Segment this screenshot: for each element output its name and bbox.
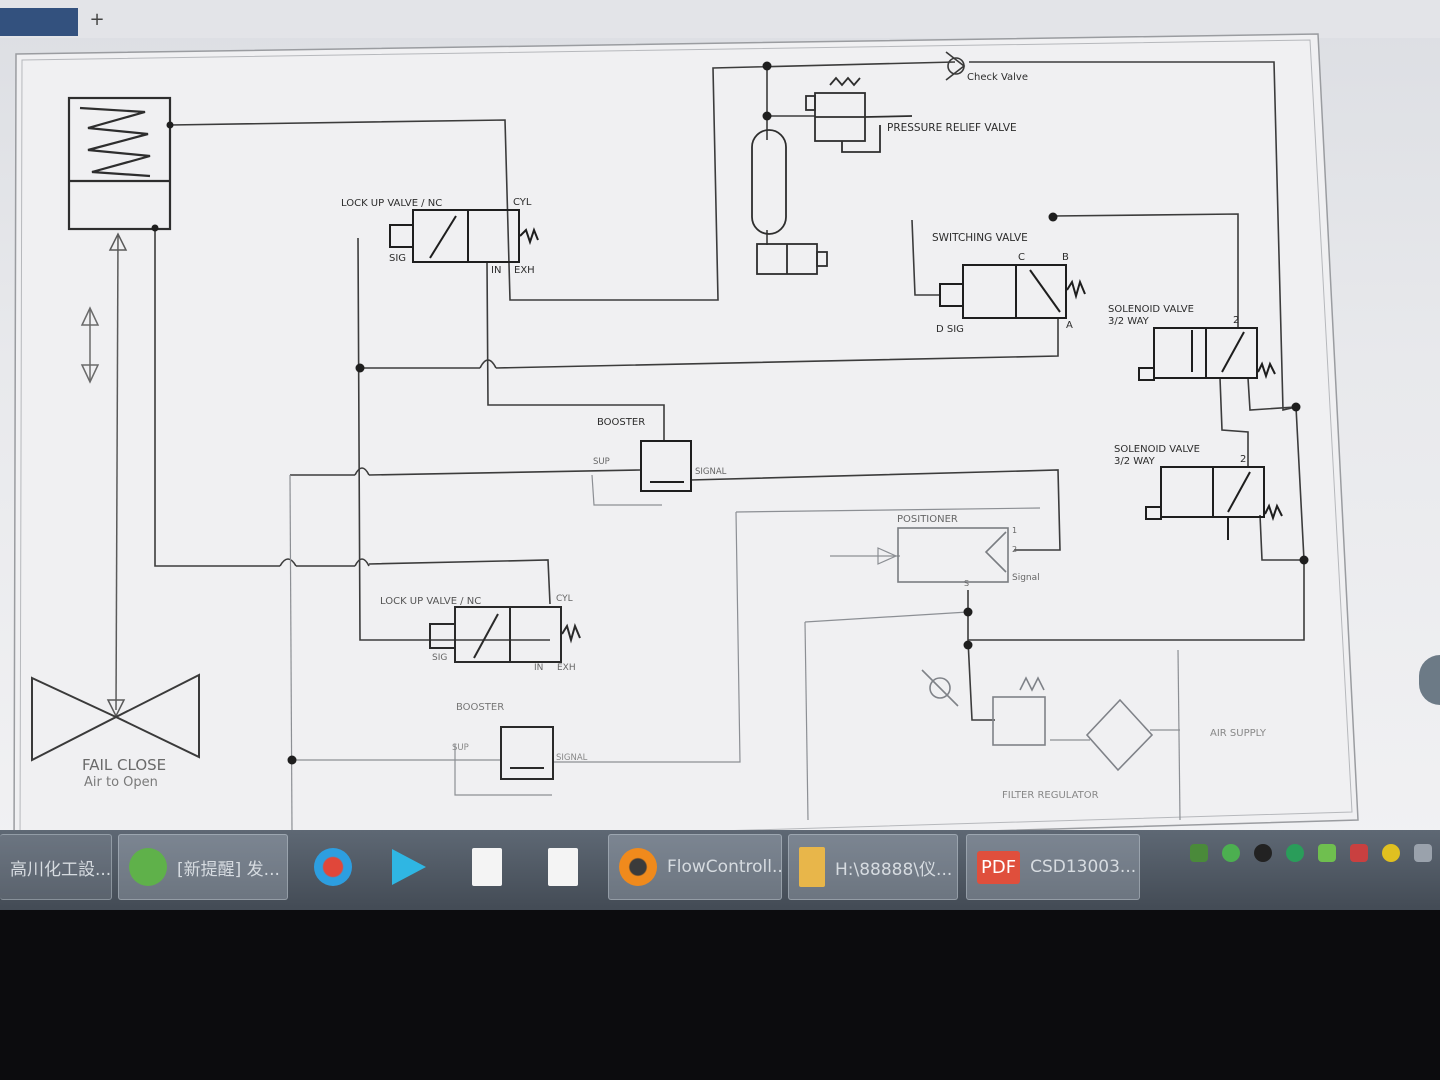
lock-up-valve-2-in: IN: [534, 663, 543, 673]
lock-up-valve-2-sig: SIG: [432, 653, 447, 663]
solenoid-valve-2-port-2: 2: [1240, 454, 1246, 465]
signal-icon[interactable]: [1414, 844, 1432, 862]
network-error-icon[interactable]: [1350, 844, 1368, 862]
taskbar-item-3-label: FlowControll...: [667, 857, 782, 877]
taskbar-item-5[interactable]: PDF CSD13003...: [966, 834, 1140, 900]
sync-tray-icon[interactable]: [1286, 844, 1304, 862]
video-player-icon[interactable]: [386, 844, 432, 890]
wechat-icon: [129, 848, 167, 886]
volume-tank-symbol: [751, 129, 828, 275]
positioner-symbol: [897, 527, 1009, 583]
booster-1-label: BOOSTER: [597, 417, 645, 428]
solenoid-valve-2-label: SOLENOID VALVE: [1114, 444, 1200, 455]
lock-up-valve-2-label: LOCK UP VALVE / NC: [380, 596, 481, 607]
screen: + FAIL CLOSE Air to Open: [0, 0, 1440, 905]
taskbar-item-4-label: H:\88888\仪...: [835, 859, 953, 880]
valve-body-symbol: [31, 673, 200, 762]
antivirus-tray-icon[interactable]: [1382, 844, 1400, 862]
taskbar-item-1-label: 高川化工設...: [10, 859, 112, 880]
file-icon-2[interactable]: [540, 844, 586, 890]
taskbar-item-2[interactable]: [新提醒] 发...: [118, 834, 288, 900]
positioner-signal: Signal: [1012, 573, 1040, 583]
solenoid-valve-1-type: 3/2 WAY: [1108, 316, 1150, 327]
booster-2-symbol: [500, 726, 554, 780]
file-icon[interactable]: [464, 844, 510, 890]
booster-1-sup: SUP: [593, 457, 610, 467]
positioner-port-2: 2: [1012, 545, 1017, 554]
switching-valve-b: B: [1062, 252, 1069, 263]
switching-valve-c: C: [1018, 252, 1025, 263]
taskbar: 高川化工設... [新提醒] 发... FlowControll... H:\8…: [0, 830, 1440, 910]
booster-2-signal: SIGNAL: [556, 753, 588, 763]
drawing-border: [19, 39, 1353, 853]
new-tab-button[interactable]: +: [89, 9, 105, 30]
document-tab[interactable]: [0, 8, 78, 36]
switching-valve-symbol: [939, 264, 1086, 319]
switching-valve-label: SWITCHING VALVE: [932, 232, 1028, 244]
taskbar-item-4[interactable]: H:\88888\仪...: [788, 834, 958, 900]
solenoid-valve-2-symbol: [1145, 466, 1283, 540]
scroll-right-button[interactable]: [1419, 655, 1440, 705]
lock-up-valve-1-exh: EXH: [514, 265, 535, 276]
air-to-open-label: Air to Open: [84, 775, 158, 790]
stroke-direction-arrows: [80, 306, 100, 384]
pressure-relief-valve-symbol: [805, 76, 913, 153]
signal-lines: [154, 61, 1305, 721]
lock-up-valve-1-cyl: CYL: [513, 197, 532, 208]
taskbar-item-1[interactable]: 高川化工設...: [0, 834, 112, 900]
check-valve-symbol: [945, 51, 966, 81]
lock-up-valve-1-symbol: [389, 209, 539, 263]
actuator-stem: [106, 232, 128, 718]
qq-tray-icon[interactable]: [1254, 844, 1272, 862]
booster-2-sup: SUP: [452, 743, 469, 753]
shield-tray-icon[interactable]: [1318, 844, 1336, 862]
flowcontrol-icon: [619, 848, 657, 886]
booster-1-signal: SIGNAL: [695, 467, 727, 477]
solenoid-valve-1-symbol: [1138, 327, 1276, 381]
pid-diagram: FAIL CLOSE Air to Open: [13, 33, 1359, 861]
pdf-icon: PDF: [977, 850, 1021, 884]
filter-regulator-symbol: [921, 669, 1154, 772]
folder-icon: [799, 847, 825, 887]
taskbar-item-3[interactable]: FlowControll...: [608, 834, 782, 900]
lock-up-valve-2-cyl: CYL: [556, 594, 573, 604]
lock-up-valve-1-sig: SIG: [389, 253, 406, 264]
air-supply-label: AIR SUPPLY: [1210, 728, 1267, 739]
switching-valve-a: A: [1066, 320, 1073, 331]
positioner-port-s: S: [964, 579, 969, 588]
lock-up-valve-1-in: IN: [491, 265, 501, 276]
check-valve-label: Check Valve: [967, 72, 1028, 83]
taskbar-item-5-label: CSD13003...: [1030, 857, 1137, 877]
booster-2-label: BOOSTER: [456, 702, 504, 713]
fail-close-label: FAIL CLOSE: [82, 756, 166, 774]
positioner-label: POSITIONER: [897, 514, 958, 525]
booster-1-symbol: [640, 440, 692, 492]
lock-up-valve-2-symbol: [429, 606, 581, 663]
battery-icon[interactable]: [1190, 844, 1208, 862]
actuator-symbol: [67, 96, 172, 231]
browser-icon[interactable]: [310, 844, 356, 890]
drawing-sheet: [13, 33, 1359, 861]
solenoid-valve-1-label: SOLENOID VALVE: [1108, 304, 1194, 315]
top-bar: +: [0, 0, 1440, 38]
wechat-tray-icon[interactable]: [1222, 844, 1240, 862]
filter-regulator-label: FILTER REGULATOR: [1002, 790, 1099, 801]
system-tray: [1190, 836, 1432, 870]
solenoid-valve-1-port-2: 2: [1233, 315, 1239, 326]
lock-up-valve-1-label: LOCK UP VALVE / NC: [341, 198, 442, 209]
pressure-relief-valve-label: PRESSURE RELIEF VALVE: [887, 122, 1017, 134]
lock-up-valve-2-exh: EXH: [557, 663, 576, 673]
switching-valve-dsig: D SIG: [936, 324, 964, 335]
positioner-port-1: 1: [1012, 526, 1017, 535]
solenoid-valve-2-type: 3/2 WAY: [1114, 456, 1156, 467]
faint-lines: [289, 474, 1181, 833]
junction-dots: [151, 61, 1309, 765]
taskbar-item-2-label: [新提醒] 发...: [177, 859, 280, 880]
